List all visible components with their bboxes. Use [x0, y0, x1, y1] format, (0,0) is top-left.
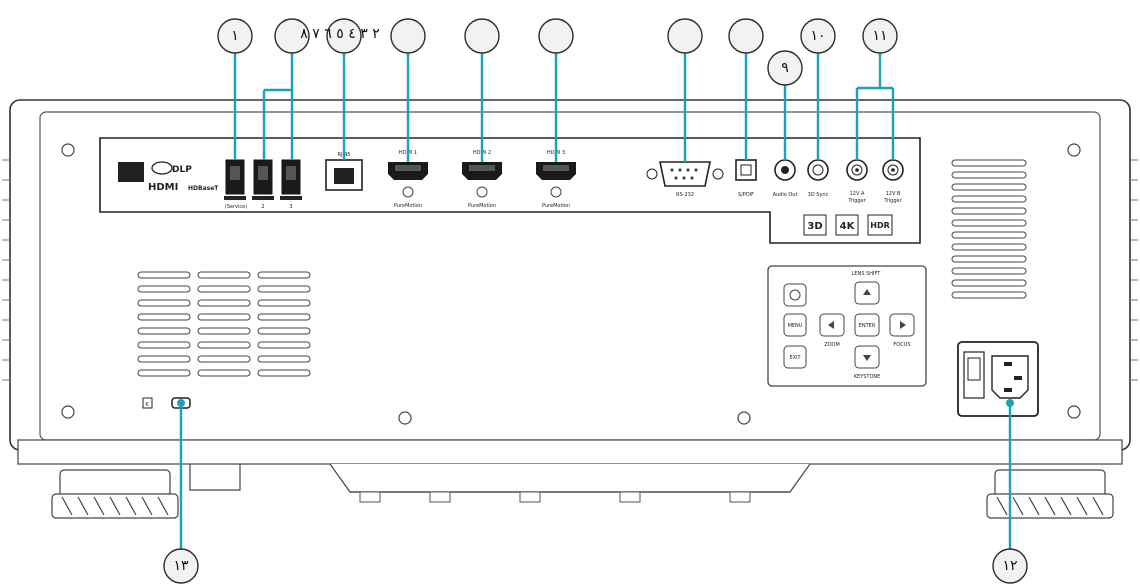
callout-6	[538, 18, 574, 54]
audio-out-port[interactable]: Audio Out	[773, 159, 798, 198]
callout-11	[862, 18, 898, 54]
callout-11-label: ١١	[872, 28, 887, 44]
spdif-port[interactable]: S/PDIF	[735, 159, 757, 198]
cable-hook	[189, 464, 241, 491]
badge-4k: 4K	[840, 221, 856, 232]
3d-sync-port[interactable]: 3D Sync	[807, 159, 829, 198]
badge-hdr: HDR	[870, 221, 890, 230]
callout-circles: ١ ٢ ٣ ٤ ٥ ٦ ٧ ٨ ٩ ١٠ ١١ ١٢ ١٣	[163, 18, 1028, 584]
certification-logos: DLP HDMI HDBaseT	[118, 161, 219, 193]
hdbaset-text: HDBaseT	[188, 185, 219, 192]
rs232-port[interactable]: RS-232	[646, 161, 724, 198]
keystone-label: KEYSTONE	[854, 374, 881, 380]
foot-right	[986, 469, 1114, 519]
trigger-b-label: 12V B	[886, 191, 901, 197]
up-arrow-icon	[863, 289, 871, 295]
feature-badges: 3D 4K HDR	[803, 214, 893, 236]
power-inlet[interactable]	[957, 341, 1039, 417]
leader-lines	[177, 52, 1014, 550]
hdmi-text: HDMI	[148, 182, 178, 193]
callout-12	[992, 548, 1028, 584]
usb2-label: 2	[261, 204, 264, 210]
usb1-label: (Service)	[225, 204, 247, 210]
callout-9-label: ٩	[781, 60, 789, 76]
lens-shift-label: LENS SHIFT	[852, 271, 882, 277]
trigger-b-port[interactable]: 12V B Trigger	[882, 159, 904, 204]
down-arrow-icon	[863, 355, 871, 361]
exit-button[interactable]	[783, 345, 807, 369]
left-arrow-icon	[828, 321, 834, 329]
power-button[interactable]	[783, 283, 807, 307]
enter-label: ENTER	[859, 323, 876, 329]
callout-10-label: ١٠	[810, 28, 825, 44]
badge-3d: 3D	[807, 221, 822, 232]
menu-label: MENU	[788, 323, 803, 329]
dlp-logo-icon	[151, 161, 173, 175]
trigger-a-label: 12V A	[850, 191, 865, 197]
callout-2-8-label: ٢ ٣ ٤ ٥ ٦ ٧ ٨	[300, 26, 379, 42]
trigger-b-sub: Trigger	[883, 198, 902, 204]
lock-glyph: K	[145, 402, 149, 408]
io-panel	[99, 137, 921, 244]
puremotion-label-3: PureMotion	[542, 203, 570, 209]
right-arrow-icon	[900, 321, 906, 329]
callout-4	[390, 18, 426, 54]
power-icon	[789, 289, 801, 301]
spdif-label: S/PDIF	[738, 192, 754, 198]
zoom-label: ZOOM	[824, 342, 840, 348]
callout-10	[800, 18, 836, 54]
callout-2	[274, 18, 310, 54]
enter-button[interactable]	[854, 313, 880, 337]
control-keypad: LENS SHIFT MENU ENTER ZOOM FOCUS EXIT KE…	[767, 265, 927, 387]
callout-13-label: ١٣	[173, 558, 189, 574]
focus-label: FOCUS	[893, 342, 910, 348]
callout-7	[667, 18, 703, 54]
callout-13	[163, 548, 199, 584]
callout-3	[326, 18, 362, 54]
menu-button[interactable]	[783, 313, 807, 337]
kensington-icon	[142, 397, 153, 409]
hdmi-port-2[interactable]: HDMI 2 PureMotion	[462, 150, 502, 209]
hdbaset-logo-icon	[118, 162, 144, 182]
callout-1-label: ١	[231, 28, 239, 44]
vent-grille-left	[137, 271, 311, 377]
puremotion-label-2: PureMotion	[468, 203, 496, 209]
dlp-text: DLP	[172, 165, 192, 175]
callout-9	[767, 50, 803, 86]
usb3-label: 3	[289, 204, 292, 210]
vent-grille-right	[951, 159, 1027, 299]
trigger-a-sub: Trigger	[847, 198, 866, 204]
callout-5	[464, 18, 500, 54]
exit-label: EXIT	[789, 355, 801, 361]
rs232-label: RS-232	[676, 192, 694, 198]
callout-12-label: ١٢	[1002, 558, 1017, 574]
audio-out-label: Audio Out	[773, 192, 798, 198]
callout-1	[217, 18, 253, 54]
foot-left	[51, 469, 179, 519]
3d-sync-label: 3D Sync	[808, 192, 829, 198]
puremotion-label-1: PureMotion	[394, 203, 422, 209]
callout-8	[728, 18, 764, 54]
ac-socket-icon	[991, 355, 1029, 399]
